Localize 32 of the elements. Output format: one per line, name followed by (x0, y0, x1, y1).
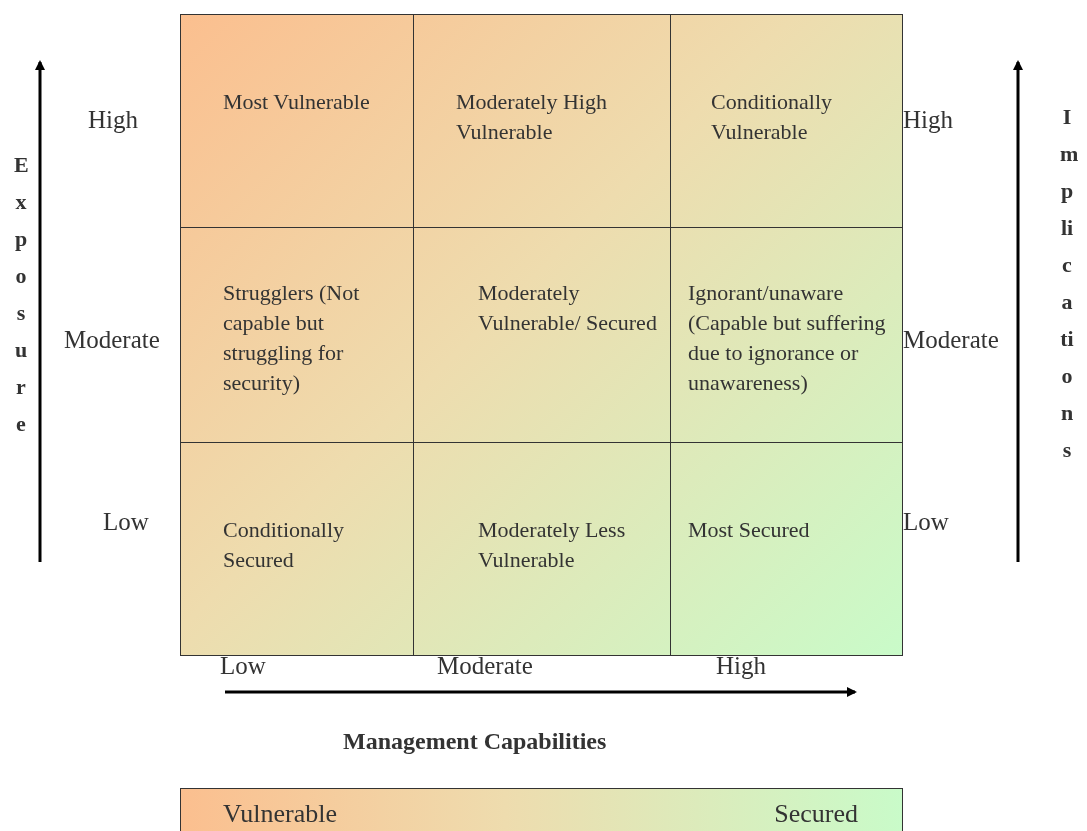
matrix-cell (670, 442, 903, 656)
matrix-cell (670, 14, 903, 228)
cell-text: Ignorant/unaware (Capable but suffering due to ignorance or unawareness) (688, 279, 887, 397)
axis-tick-label: Low (103, 508, 149, 536)
cell-text: Conditionally Vulnerable (711, 88, 833, 146)
matrix-cell (180, 442, 414, 656)
cell-text: Moderately High Vulnerable (456, 88, 608, 146)
axis-tick-label: Moderate (64, 326, 160, 354)
cell-text: Moderately Vulnerable/ Secured (478, 279, 658, 337)
axis-title: Exposure (14, 151, 28, 438)
matrix-cell (180, 227, 414, 443)
axis-tick-label: Moderate (903, 326, 999, 354)
axis-tick-label: High (716, 652, 766, 680)
axis-tick-label: Low (903, 508, 949, 536)
matrix-cell (413, 14, 671, 228)
matrix-cell (670, 227, 903, 443)
matrix-cell (413, 442, 671, 656)
cell-text: Moderately Less Vulnerable (478, 516, 627, 574)
cell-text: Strugglers (Not capable but struggling for security) (223, 279, 361, 397)
cell-text: Most Vulnerable (223, 88, 371, 116)
axis-tick-label: Moderate (437, 652, 533, 680)
gradient-scale-bar (180, 788, 903, 831)
axis-tick-label: Low (220, 652, 266, 680)
axis-title: Management Capabilities (343, 728, 607, 755)
scale-label: Vulnerable (223, 799, 337, 829)
scale-label: Secured (774, 799, 858, 829)
axis-tick-label: High (903, 106, 953, 134)
matrix-cell (180, 14, 414, 228)
cell-text: Most Secured (688, 516, 811, 544)
axis-tick-label: High (88, 106, 138, 134)
matrix-cell (413, 227, 671, 443)
cell-text: Conditionally Secured (223, 516, 345, 574)
